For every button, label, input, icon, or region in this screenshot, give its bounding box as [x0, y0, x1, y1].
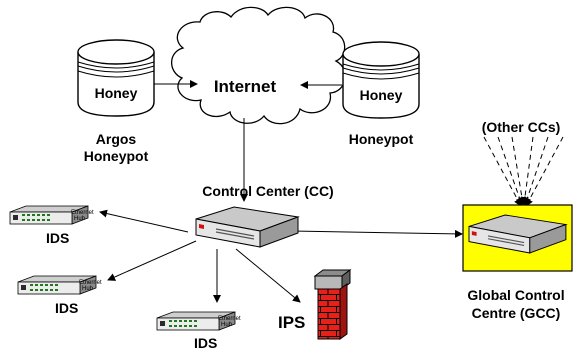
arrow-cc-to-ids-mid	[107, 240, 197, 281]
internet-cloud	[170, 6, 347, 125]
ids-label-bottom: IDS	[194, 335, 218, 351]
gcc-label-line1: Global Control	[467, 287, 565, 303]
hub-text-ethernet: Ethernet	[71, 210, 94, 216]
honeypot-label: Honeypot	[348, 131, 414, 147]
other-ccs-label: (Other CCs)	[481, 119, 561, 135]
hub-text-hub: Hub	[221, 322, 233, 328]
control-center-router-icon	[195, 206, 299, 248]
hub-text-ethernet: Ethernet	[79, 280, 102, 286]
ids-hub-icon-mid: Ethernet Hub	[17, 275, 102, 295]
ids-label-top: IDS	[46, 230, 70, 246]
ids-hub-icon-bottom: Ethernet Hub	[156, 311, 241, 331]
ids-hub-icon-top: Ethernet Hub	[9, 205, 94, 225]
other-ccs-links	[483, 136, 564, 207]
argos-jar-text: Honey	[95, 85, 138, 101]
ips-firewall-icon	[313, 269, 352, 340]
argos-label-line1: Argos	[95, 131, 137, 147]
internet-label: Internet	[213, 77, 277, 96]
connectors	[99, 80, 463, 303]
ips-label: IPS	[278, 313, 306, 332]
honeypot-jar-text: Honey	[360, 87, 403, 103]
hub-text-ethernet: Ethernet	[218, 316, 241, 322]
argos-honey-jar-icon: Honey	[77, 39, 155, 117]
hub-text-hub: Hub	[82, 286, 94, 292]
argos-label-line2: Honeypot	[83, 148, 149, 164]
arrow-cc-to-ids-top	[99, 209, 189, 233]
control-center-label: Control Center (CC)	[202, 183, 334, 199]
arrow-cc-to-ips	[235, 248, 301, 303]
ids-label-mid: IDS	[55, 300, 79, 316]
hub-text-hub: Hub	[74, 216, 86, 222]
gcc-label-line2: Centre (GCC)	[471, 305, 561, 321]
honeypot-jar-icon: Honey	[342, 41, 420, 119]
arrow-cc-to-gcc	[291, 229, 463, 238]
